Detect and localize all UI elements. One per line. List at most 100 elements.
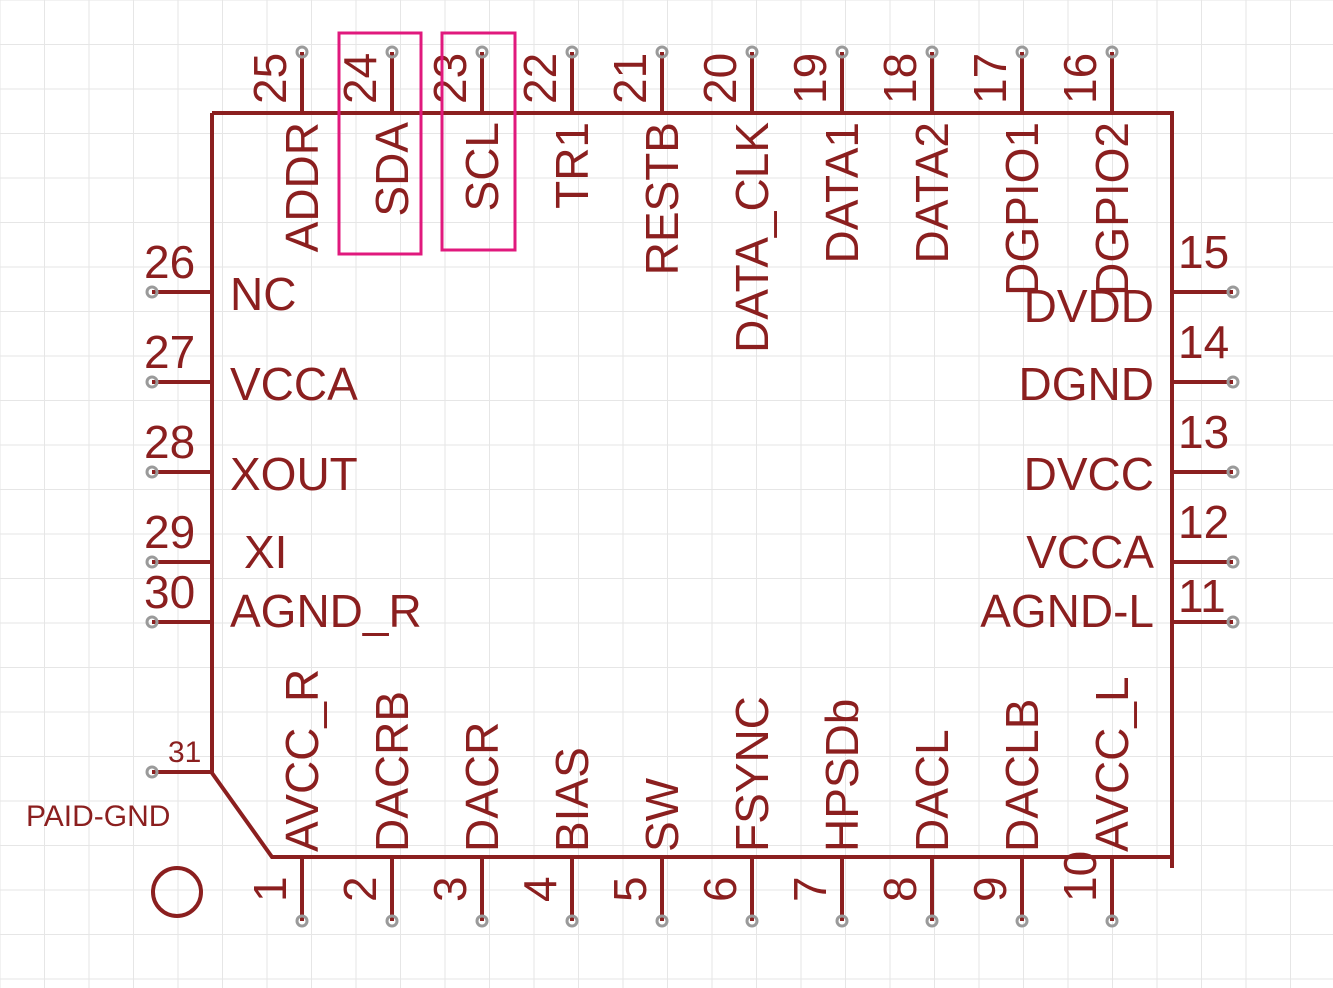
pin-26-connection-point[interactable]: [145, 285, 159, 299]
pin-16-number: 16: [1054, 53, 1106, 104]
highlight-group: [337, 31, 517, 256]
pin-4-connection-point[interactable]: [565, 914, 579, 928]
pin-26-number: 26: [144, 236, 195, 288]
pin1-marker-circle: [151, 866, 203, 918]
pin-22-number: 22: [514, 53, 566, 104]
pin-29-number: 29: [144, 506, 195, 558]
pin-9-name: DACLB: [996, 699, 1048, 852]
pin-15-connection-point[interactable]: [1226, 285, 1240, 299]
pin-11-name: AGND-L: [980, 585, 1154, 637]
pin-27-name: VCCA: [230, 358, 358, 410]
pin-6-name: FSYNC: [726, 696, 778, 852]
pin-8-number: 8: [874, 876, 926, 902]
pin-15-number: 15: [1178, 226, 1229, 278]
pin-6-number: 6: [694, 876, 746, 902]
pin-19-name: DATA1: [816, 122, 868, 263]
pin-11-number: 11: [1178, 570, 1226, 622]
pin-12-name: VCCA: [1026, 526, 1154, 578]
pin-28-name: XOUT: [230, 448, 358, 500]
pin-10-name: AVCC_L: [1086, 676, 1138, 852]
pin-2-connection-point[interactable]: [385, 914, 399, 928]
highlight-box-pin-24: [337, 31, 423, 256]
pin-15-name: DVDD: [1024, 280, 1154, 332]
pin-21-number: 21: [604, 53, 656, 104]
pin-17-connection-point[interactable]: [1015, 45, 1029, 59]
pin-13-number: 13: [1178, 406, 1229, 458]
pin-26-name: NC: [230, 268, 296, 320]
pin-4-name: BIAS: [546, 747, 598, 852]
pin-19-connection-point[interactable]: [835, 45, 849, 59]
pin-30-name: AGND_R: [230, 585, 422, 637]
pin-12-connection-point[interactable]: [1226, 555, 1240, 569]
pin-3-number: 3: [424, 876, 476, 902]
pin-16-connection-point[interactable]: [1105, 45, 1119, 59]
pin-10-connection-point[interactable]: [1105, 914, 1119, 928]
pin-19-number: 19: [784, 53, 836, 104]
pin-20-number: 20: [694, 53, 746, 104]
pin-2-name: DACRB: [366, 691, 418, 852]
pin-group: 1AVCC_R2DACRB3DACR4BIAS5SW6FSYNC7HPSDb8D…: [26, 45, 1240, 928]
pin-31-connection-point[interactable]: [145, 765, 159, 779]
pin-29-name: XI: [244, 526, 287, 578]
pin-31-number: 31: [168, 736, 201, 769]
pin-24-number: 24: [334, 53, 386, 104]
pin-4-number: 4: [514, 876, 566, 902]
pin-18-name: DATA2: [906, 122, 958, 263]
pin-25-connection-point[interactable]: [295, 45, 309, 59]
pin-5-name: SW: [636, 777, 688, 852]
pin-16-name: DGPIO2: [1086, 122, 1138, 296]
pin-23-number: 23: [424, 53, 476, 104]
ic-body-outline: [210, 111, 1174, 868]
pin-14-connection-point[interactable]: [1226, 375, 1240, 389]
pin-22-connection-point[interactable]: [565, 45, 579, 59]
pin-17-number: 17: [964, 53, 1016, 104]
pin-18-connection-point[interactable]: [925, 45, 939, 59]
pin-23-connection-point[interactable]: [475, 45, 489, 59]
pin-10-number: 10: [1054, 851, 1106, 902]
pin-17-name: DGPIO1: [996, 122, 1048, 296]
pin-5-connection-point[interactable]: [655, 914, 669, 928]
pin-29-connection-point[interactable]: [145, 555, 159, 569]
pin-25-number: 25: [244, 53, 296, 104]
pin-3-connection-point[interactable]: [475, 914, 489, 928]
pin-18-number: 18: [874, 53, 926, 104]
pin-24-name: SDA: [366, 122, 418, 217]
pin-1-number: 1: [244, 876, 296, 902]
pin-1-name: AVCC_R: [276, 669, 328, 852]
highlight-box-pin-23: [440, 31, 517, 252]
pin-3-name: DACR: [456, 722, 508, 852]
pin-28-number: 28: [144, 416, 195, 468]
pin-9-connection-point[interactable]: [1015, 914, 1029, 928]
pin-7-connection-point[interactable]: [835, 914, 849, 928]
pin-13-connection-point[interactable]: [1226, 465, 1240, 479]
pin-31-name: PAID-GND: [26, 800, 170, 833]
pin-8-name: DACL: [906, 729, 958, 852]
pin-30-number: 30: [144, 566, 195, 618]
pin-7-name: HPSDb: [816, 699, 868, 852]
pin-7-number: 7: [784, 876, 836, 902]
pin-21-name: RESTB: [636, 122, 688, 275]
pin-21-connection-point[interactable]: [655, 45, 669, 59]
pin-1-connection-point[interactable]: [295, 914, 309, 928]
pin-24-connection-point[interactable]: [385, 45, 399, 59]
pin-13-name: DVCC: [1024, 448, 1154, 500]
pin-27-connection-point[interactable]: [145, 375, 159, 389]
pin-9-number: 9: [964, 876, 1016, 902]
pin-30-connection-point[interactable]: [145, 615, 159, 629]
pin-12-number: 12: [1178, 496, 1229, 548]
pin-25-name: ADDR: [276, 122, 328, 252]
pin-20-connection-point[interactable]: [745, 45, 759, 59]
pin-14-number: 14: [1178, 316, 1229, 368]
pin-20-name: DATA_CLK: [726, 122, 778, 353]
pin-11-connection-point[interactable]: [1226, 615, 1240, 629]
pin-6-connection-point[interactable]: [745, 914, 759, 928]
pin-8-connection-point[interactable]: [925, 914, 939, 928]
pin-22-name: TR1: [546, 122, 598, 209]
pin-27-number: 27: [144, 326, 195, 378]
pin-14-name: DGND: [1019, 358, 1154, 410]
pin-28-connection-point[interactable]: [145, 465, 159, 479]
pin-23-name: SCL: [456, 122, 508, 211]
pin-2-number: 2: [334, 876, 386, 902]
